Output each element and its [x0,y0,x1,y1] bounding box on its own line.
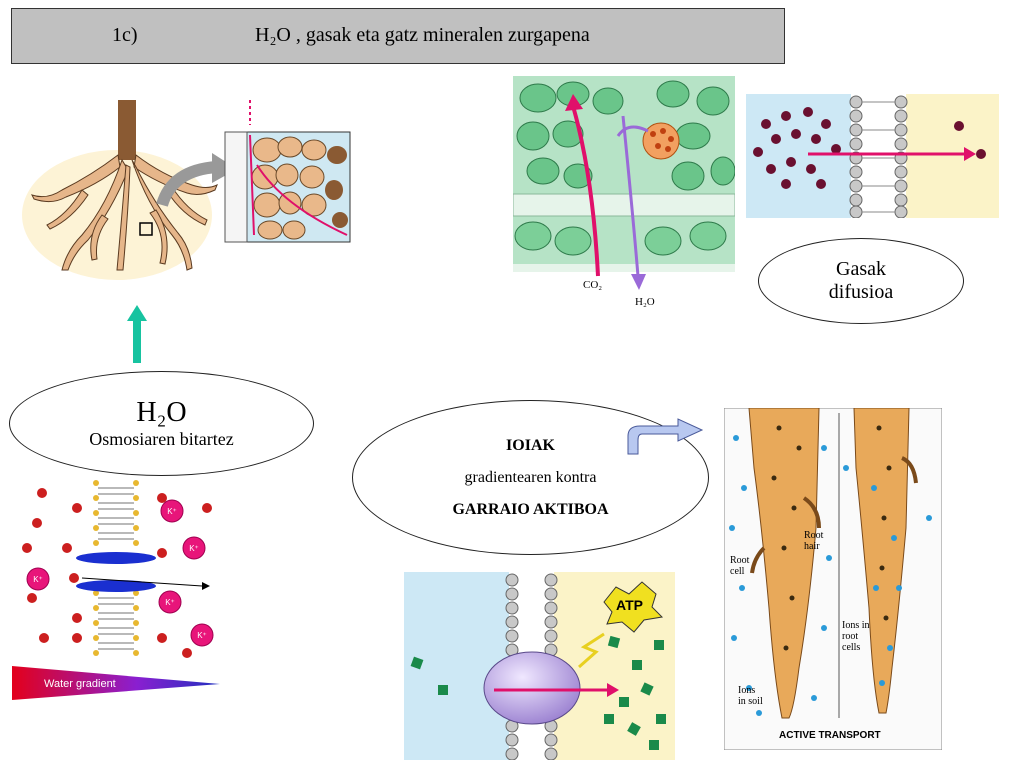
atp-label: ATP [616,597,643,613]
k-ion-label: K⁺ [165,598,175,607]
k-ion-label: K⁺ [197,631,207,640]
h2o-label: H₂O [635,296,655,308]
ions-root-label: Ions in root cells [842,620,872,653]
ions-root-line2: root [842,631,858,642]
k-ion-label: K⁺ [167,507,177,516]
title-bar [11,8,785,64]
root-hair-line2: hair [804,541,820,552]
ions-root-line3: cells [842,642,860,653]
leaf-stomata-illustration: CO₂ H₂O [513,76,735,308]
gas-diffusion-ellipse: Gasak difusioa [758,238,964,324]
ions-heading: IOIAK [506,436,555,454]
k-ion-label: K⁺ [189,544,199,553]
atp-pump-illustration: ATP [404,572,675,760]
osmosis-caption: Osmosiaren bitartez [89,429,234,449]
gas-diffusion-illustration [746,94,999,218]
gradient-text: gradientearen kontra [464,468,597,486]
active-transport-illustration: Root hair Root cell Ions in root cells I… [724,408,942,750]
section-number: 1c) [112,24,138,46]
ions-root-line1: Ions in [842,620,870,631]
k-ion-label: K⁺ [33,575,43,584]
water-gradient-label: Water gradient [44,678,116,690]
co2-label: CO₂ [583,279,602,291]
root-hair-label: Root hair [804,530,826,552]
active-transport-text: GARRAIO AKTIBOA [452,500,609,518]
root-cell-line2: cell [730,566,745,577]
root-cell-line1: Root [730,555,750,566]
root-system-illustration [22,100,351,280]
water-uptake-arrow [127,305,147,363]
root-cell-label: Root cell [730,555,752,577]
water-osmosis-ellipse: H₂O Osmosiaren bitartez [9,371,314,476]
page-title: H₂O , gasak eta gatz mineralen zurgapena [255,24,590,46]
water-formula: H₂O [136,397,187,428]
osmosis-membrane-illustration: K⁺ K⁺ K⁺ K⁺ K⁺ Water gradient [12,478,220,700]
diffusion-label: difusioa [828,281,894,303]
root-hair-line1: Root [804,530,824,541]
curved-arrow-icon [627,418,704,455]
ions-soil-label: Ions in soil [738,685,763,707]
active-transport-caption: ACTIVE TRANSPORT [779,730,881,741]
gas-label: Gasak [836,258,886,280]
ions-soil-line2: in soil [738,696,763,707]
ions-soil-line1: Ions [738,685,755,696]
